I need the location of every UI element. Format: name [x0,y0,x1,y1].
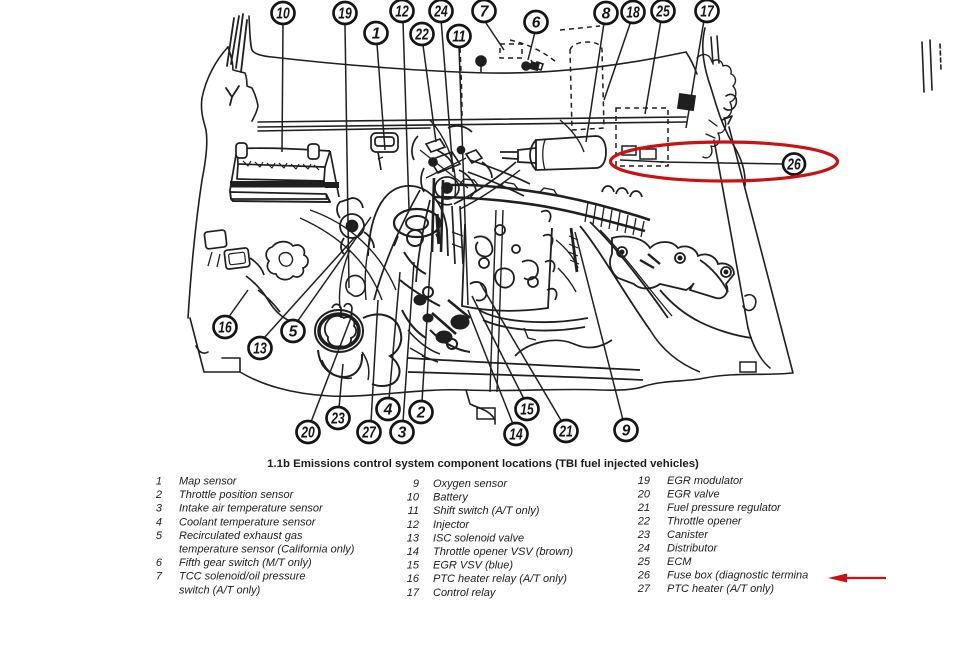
svg-text:27: 27 [361,425,376,442]
svg-text:13: 13 [407,532,420,544]
svg-text:2: 2 [416,405,426,422]
svg-text:9: 9 [622,423,631,440]
svg-text:18: 18 [626,5,640,22]
svg-text:9: 9 [413,478,419,490]
svg-text:25: 25 [655,4,670,21]
svg-text:19: 19 [638,475,650,487]
svg-text:25: 25 [637,556,651,568]
svg-text:11: 11 [408,505,419,517]
svg-text:Throttle opener VSV (brown): Throttle opener VSV (brown) [433,546,573,558]
svg-text:12: 12 [395,4,409,21]
svg-text:Throttle position sensor: Throttle position sensor [179,489,295,501]
svg-text:7: 7 [156,571,163,583]
svg-text:20: 20 [300,425,315,442]
svg-text:23: 23 [330,411,345,428]
svg-text:21: 21 [558,424,572,441]
svg-text:14: 14 [509,427,523,444]
svg-text:1: 1 [156,476,162,488]
svg-text:Control relay: Control relay [433,587,497,599]
svg-text:Canister: Canister [667,529,709,541]
svg-text:11: 11 [452,29,466,46]
svg-text:22: 22 [414,27,429,44]
svg-text:6: 6 [532,15,541,32]
svg-text:temperature sensor (California: temperature sensor (California only) [179,544,355,556]
svg-text:27: 27 [637,583,651,595]
svg-text:10: 10 [276,6,290,23]
svg-text:Map sensor: Map sensor [179,476,238,488]
svg-text:5: 5 [289,324,298,341]
svg-text:19: 19 [338,6,352,23]
svg-text:3: 3 [398,425,407,442]
svg-text:1.1b Emissions control system: 1.1b Emissions control system component … [267,458,699,470]
svg-text:switch (A/T only): switch (A/T only) [179,584,261,596]
svg-text:15: 15 [407,560,420,572]
svg-text:EGR VSV (blue): EGR VSV (blue) [433,560,513,572]
svg-text:ECM: ECM [667,556,692,568]
svg-text:1: 1 [372,26,381,43]
svg-text:Recirculated exhaust gas: Recirculated exhaust gas [179,530,303,542]
svg-text:26: 26 [637,570,651,582]
svg-text:Shift switch (A/T only): Shift switch (A/T only) [433,505,540,517]
svg-text:4: 4 [156,516,162,528]
svg-text:17: 17 [700,4,715,21]
svg-text:10: 10 [407,492,420,504]
svg-text:2: 2 [155,489,162,501]
svg-text:Battery: Battery [433,492,469,504]
svg-text:22: 22 [637,516,650,528]
svg-text:EGR valve: EGR valve [667,489,720,501]
svg-text:13: 13 [253,341,267,358]
svg-text:4: 4 [383,402,393,419]
svg-text:21: 21 [637,502,650,514]
svg-text:5: 5 [156,530,163,542]
svg-text:PTC heater relay (A/T only): PTC heater relay (A/T only) [433,573,567,585]
svg-text:24: 24 [433,4,448,21]
svg-text:Fifth gear switch (M/T only): Fifth gear switch (M/T only) [179,557,312,569]
svg-text:14: 14 [407,546,419,558]
svg-text:Fuse box (diagnostic termina: Fuse box (diagnostic termina [667,570,808,582]
svg-text:15: 15 [520,402,534,419]
svg-text:3: 3 [156,503,163,515]
svg-text:24: 24 [637,543,650,555]
svg-text:8: 8 [602,6,611,23]
svg-text:7: 7 [480,4,490,21]
svg-text:TCC solenoid/oil pressure: TCC solenoid/oil pressure [179,571,306,583]
svg-text:Coolant temperature sensor: Coolant temperature sensor [179,516,317,528]
svg-text:ISC solenoid valve: ISC solenoid valve [433,532,524,544]
svg-text:23: 23 [637,529,651,541]
svg-text:6: 6 [156,557,163,569]
svg-text:17: 17 [407,587,420,599]
svg-text:Fuel pressure regulator: Fuel pressure regulator [667,502,782,514]
svg-text:16: 16 [218,320,232,337]
svg-text:Distributor: Distributor [667,543,718,555]
svg-text:16: 16 [407,573,420,585]
svg-text:Intake air temperature sensor: Intake air temperature sensor [179,503,324,515]
svg-text:Injector: Injector [433,519,470,531]
svg-text:EGR modulator: EGR modulator [667,475,744,487]
svg-text:20: 20 [637,489,651,501]
svg-text:PTC heater (A/T only): PTC heater (A/T only) [667,583,774,595]
svg-text:Throttle opener: Throttle opener [667,516,743,528]
svg-text:12: 12 [407,519,419,531]
svg-text:26: 26 [786,157,801,174]
svg-text:Oxygen sensor: Oxygen sensor [433,478,508,490]
